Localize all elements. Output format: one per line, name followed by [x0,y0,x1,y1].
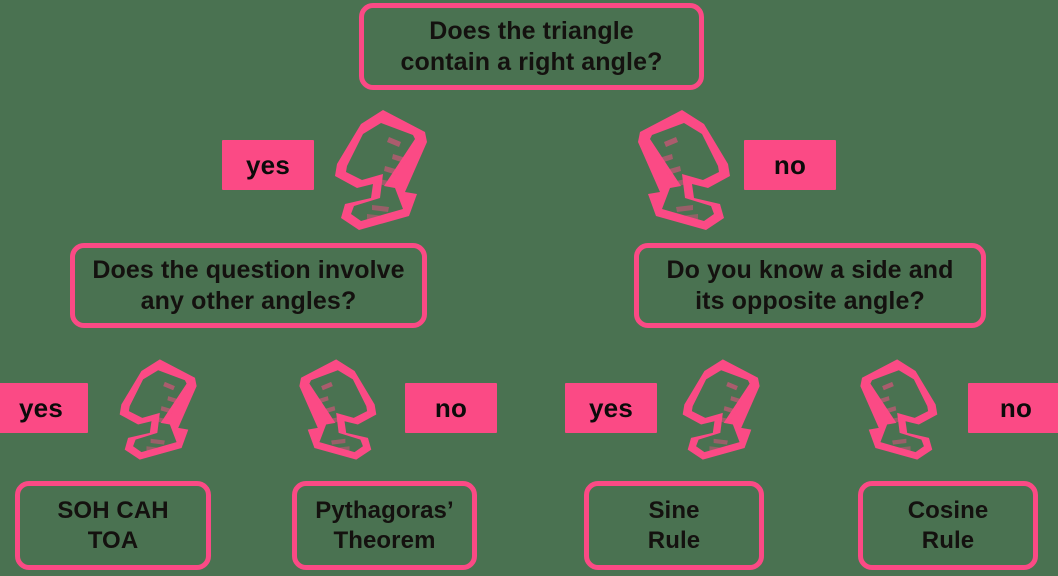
label-left-no: no [405,383,497,433]
node-leaf-soh-cah-toa-text: SOH CAH TOA [57,497,169,554]
node-right-question: Do you know a side and its opposite angl… [634,243,986,328]
arrow-left-to-pythagoras [291,352,383,467]
node-leaf-pythagoras: Pythagoras’ Theorem [292,481,477,570]
label-left-yes: yes [0,383,88,433]
label-right-yes: yes [565,383,657,433]
node-leaf-cosine-rule: Cosine Rule [858,481,1038,570]
node-left-question: Does the question involve any other angl… [70,243,427,328]
label-right-yes-text: yes [589,392,633,423]
label-right-no-text: no [999,392,1033,423]
arrow-right-to-cosine [852,352,944,467]
label-root-no-text: no [773,149,807,180]
arrow-root-to-right [628,106,738,234]
label-root-yes: yes [222,140,314,190]
label-left-yes-text: yes [19,392,63,423]
node-leaf-cosine-rule-text: Cosine Rule [907,497,989,554]
arrow-root-to-left [327,106,437,234]
node-leaf-pythagoras-text: Pythagoras’ Theorem [315,497,454,554]
node-leaf-sine-rule: Sine Rule [584,481,764,570]
node-right-question-text: Do you know a side and its opposite angl… [666,256,954,315]
label-root-yes-text: yes [246,149,290,180]
label-left-no-text: no [434,392,468,423]
node-root-question-text: Does the triangle contain a right angle? [400,17,663,76]
node-left-question-text: Does the question involve any other angl… [92,256,405,315]
arrow-right-to-sine [676,352,768,467]
arrow-left-to-sohcahtoa [113,352,205,467]
node-leaf-sine-rule-text: Sine Rule [647,497,701,554]
label-root-no: no [744,140,836,190]
node-leaf-soh-cah-toa: SOH CAH TOA [15,481,211,570]
label-right-no: no [968,383,1058,433]
node-root-question: Does the triangle contain a right angle? [359,3,704,90]
